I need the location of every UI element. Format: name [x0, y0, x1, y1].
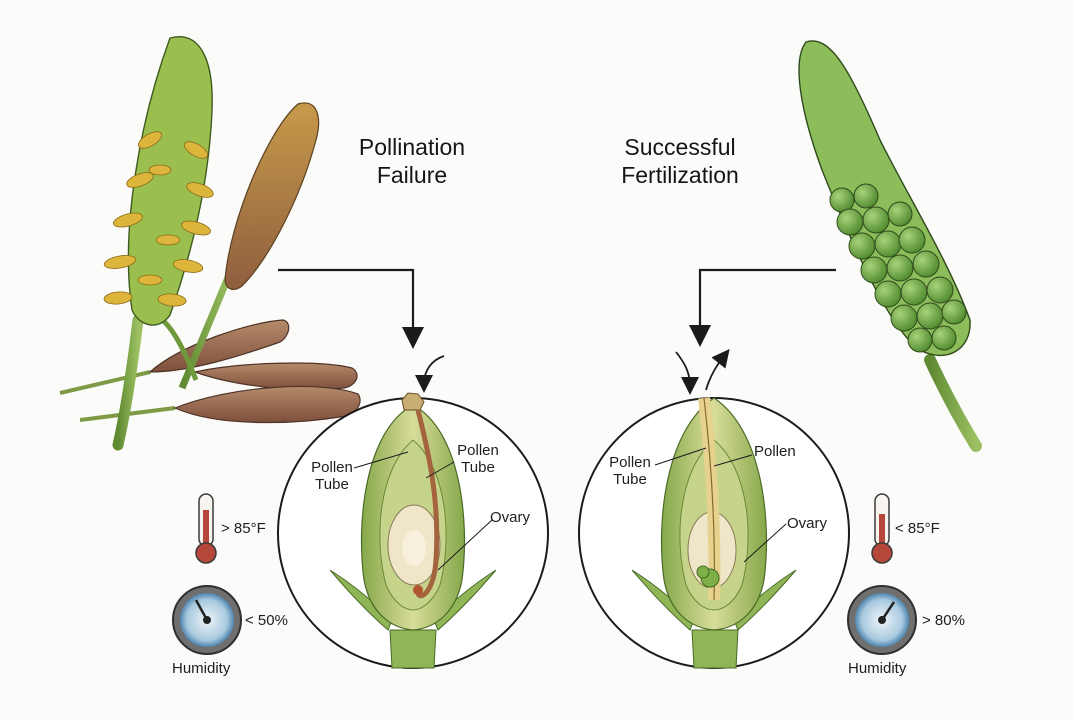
left-temperature-value: > 85°F	[221, 520, 266, 537]
right-connector-arrow	[675, 268, 836, 395]
left-label-ovary: Ovary	[490, 509, 531, 526]
left-plant-group	[59, 36, 361, 451]
left-title: Pollination Failure	[312, 133, 512, 189]
left-label-pollen-tube-a-line2: Tube	[315, 476, 349, 493]
left-label-pollen-tube-b-line2: Tube	[461, 459, 495, 476]
left-hygrometer-icon	[172, 585, 242, 655]
left-label-pollen-tube-a-line1: Pollen	[311, 459, 353, 476]
flowering-spike	[103, 36, 214, 451]
left-humidity-label: Humidity	[172, 660, 231, 677]
right-humidity-label: Humidity	[848, 660, 907, 677]
left-label-pollen-tube-b: Pollen Tube	[448, 442, 508, 476]
right-label-pollen-tube-line2: Tube	[613, 471, 647, 488]
right-flower-cross-section	[578, 397, 850, 669]
fallen-catkin-bottom	[79, 385, 361, 424]
right-title-line1: Successful	[624, 134, 736, 160]
right-title: Successful Fertilization	[580, 133, 780, 189]
fruiting-spike	[798, 40, 982, 452]
right-humidity-value: > 80%	[922, 612, 965, 629]
right-temperature-value: < 85°F	[895, 520, 940, 537]
right-thermometer-icon	[871, 493, 893, 564]
left-label-pollen-tube-a: Pollen Tube	[302, 459, 362, 493]
right-hygrometer-icon	[847, 585, 917, 655]
left-title-line2: Failure	[376, 162, 448, 188]
fallen-catkin-middle	[192, 362, 358, 391]
left-thermometer-icon	[195, 493, 217, 564]
right-label-pollen: Pollen	[754, 443, 796, 460]
right-label-pollen-tube-line1: Pollen	[609, 454, 651, 471]
left-title-line1: Pollination	[358, 134, 466, 160]
right-label-ovary: Ovary	[787, 515, 828, 532]
left-flower-cross-section	[277, 392, 549, 669]
right-label-pollen-tube: Pollen Tube	[602, 454, 658, 488]
left-connector-arrow	[278, 268, 445, 393]
right-title-line2: Fertilization	[621, 162, 739, 188]
left-label-pollen-tube-b-line1: Pollen	[457, 442, 499, 459]
left-humidity-value: < 50%	[245, 612, 288, 629]
